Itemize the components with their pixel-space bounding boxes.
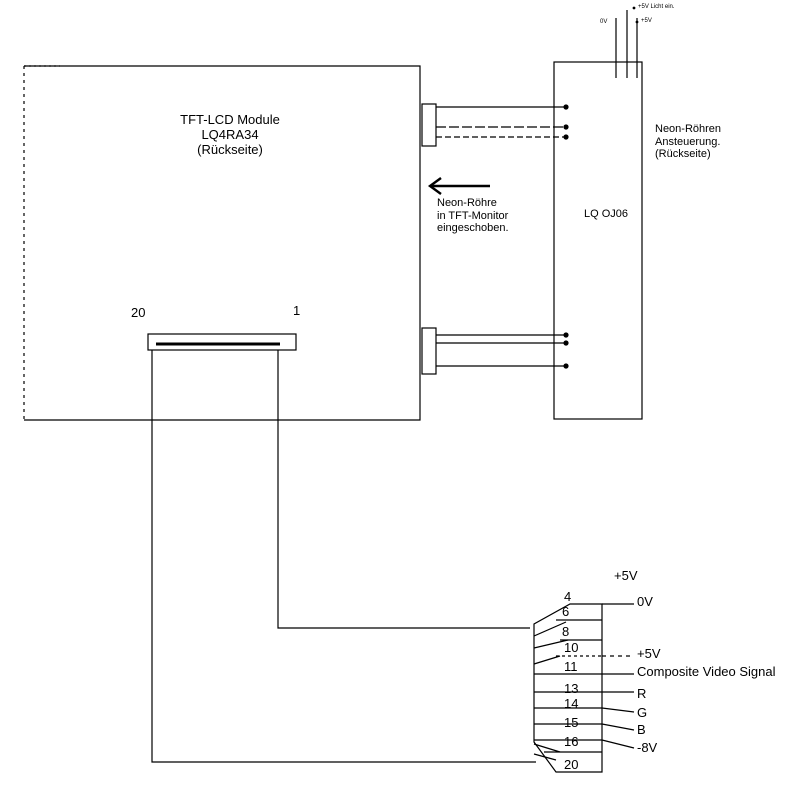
neon-note: Neon-Röhre in TFT-Monitor eingeschoben. — [437, 197, 509, 235]
flat-cable-connector — [147, 333, 297, 351]
inverter-supply-5v-light: +5V Licht ein. — [638, 4, 675, 10]
lcd-module-line3: (Rückseite) — [197, 141, 263, 157]
signal-g: G — [637, 705, 648, 720]
lcd-module-outline — [24, 65, 421, 421]
pin-number: 20 — [564, 757, 579, 772]
pin-number: 13 — [564, 681, 579, 696]
cable-pin1-wire — [277, 350, 530, 629]
pin-number: 15 — [564, 715, 579, 730]
pin-number: 16 — [564, 734, 579, 749]
signal-b: B — [637, 722, 646, 737]
lcd-module-line1: TFT-LCD Module — [180, 112, 280, 127]
inverter-supply-0v: 0V — [600, 19, 608, 25]
lamp-connector-bottom — [421, 327, 437, 375]
lamp-connector-top — [421, 103, 437, 147]
pin-number: 10 — [564, 640, 579, 655]
signal-gnd: 0V — [637, 594, 653, 609]
neon-note-line1: Neon-Röhre — [437, 197, 497, 209]
pin-number: 6 — [562, 604, 570, 619]
inverter-supply-5v: +5V — [641, 18, 652, 24]
inverter-board-outline — [553, 61, 643, 420]
inverter-title: Neon-Röhren Ansteuerung. (Rückseite) — [655, 123, 721, 161]
connector-pin20-label: 20 — [131, 305, 146, 320]
neon-note-line2: in TFT-Monitor — [437, 209, 509, 222]
signal-vcc: +5V — [637, 646, 661, 661]
lcd-module-title: TFT-LCD Module LQ4RA34 (Rückseite) — [160, 112, 300, 158]
lcd-module-line2: LQ4RA34 — [201, 126, 259, 142]
signal-r: R — [637, 686, 647, 701]
video-plug-body — [533, 603, 603, 773]
signal-neg: -8V — [637, 740, 658, 755]
inverter-part-number: LQ OJ06 — [584, 208, 629, 220]
signal-video: Composite Video Signal — [637, 664, 776, 679]
inverter-title-line3: (Rückseite) — [655, 148, 711, 161]
pin-number: 14 — [564, 696, 579, 711]
connector-pin1-label: 1 — [293, 303, 301, 318]
cable-pin20-wire — [151, 350, 536, 763]
pin-number: 4 — [564, 589, 572, 604]
pin-number: 8 — [562, 624, 570, 639]
neon-note-line3: eingeschoben. — [437, 222, 509, 235]
pin-number: 11 — [564, 659, 578, 674]
inverter-title-line1: Neon-Röhren — [655, 123, 722, 135]
inverter-title-line2: Ansteuerung. — [655, 135, 721, 148]
plug-supply-header: +5V — [614, 568, 638, 583]
